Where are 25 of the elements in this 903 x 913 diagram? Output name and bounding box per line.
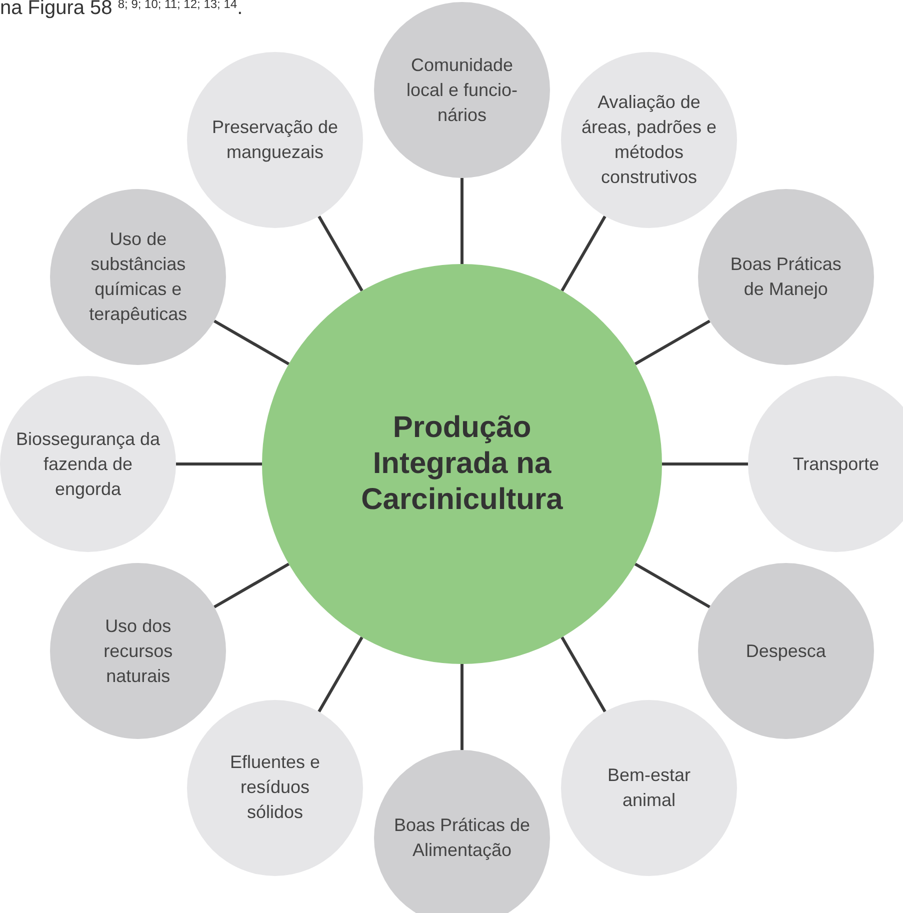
central-title: Produção Integrada na Carcinicultura <box>360 410 564 518</box>
connector-line <box>318 636 364 712</box>
connector-line <box>634 562 710 608</box>
connector-line <box>460 178 464 264</box>
topic-label: Transporte <box>792 452 880 476</box>
topic-label: Boas Práticas de Alimentação <box>392 814 532 862</box>
connector-line <box>662 462 748 466</box>
connector-line <box>460 664 464 750</box>
topic-label: Bem-estar animal <box>606 764 692 812</box>
topic-label: Uso de substâncias químicas e terapêuticas <box>88 228 188 326</box>
connector-line <box>176 462 262 466</box>
connector-line <box>214 562 290 608</box>
connector-line <box>634 320 710 366</box>
topic-label: Preservação de manguezais <box>210 116 340 164</box>
topic-label: Avaliação de áreas, padrões e métodos construtivos <box>580 91 718 190</box>
topic-label: Boas Práticas de Manejo <box>729 253 842 301</box>
connector-line <box>560 216 606 292</box>
topic-label: Comunidade local e funcio- nários <box>405 54 519 126</box>
connector-line <box>214 320 290 366</box>
topic-label: Despesca <box>744 640 827 663</box>
topic-label: Uso dos recursos naturais <box>102 614 174 688</box>
topic-label: Biossegurança da fazenda de engorda <box>14 428 162 501</box>
connector-line <box>560 636 606 712</box>
topic-label: Efluentes e resíduos sólidos <box>228 751 322 824</box>
connector-line <box>318 216 364 292</box>
